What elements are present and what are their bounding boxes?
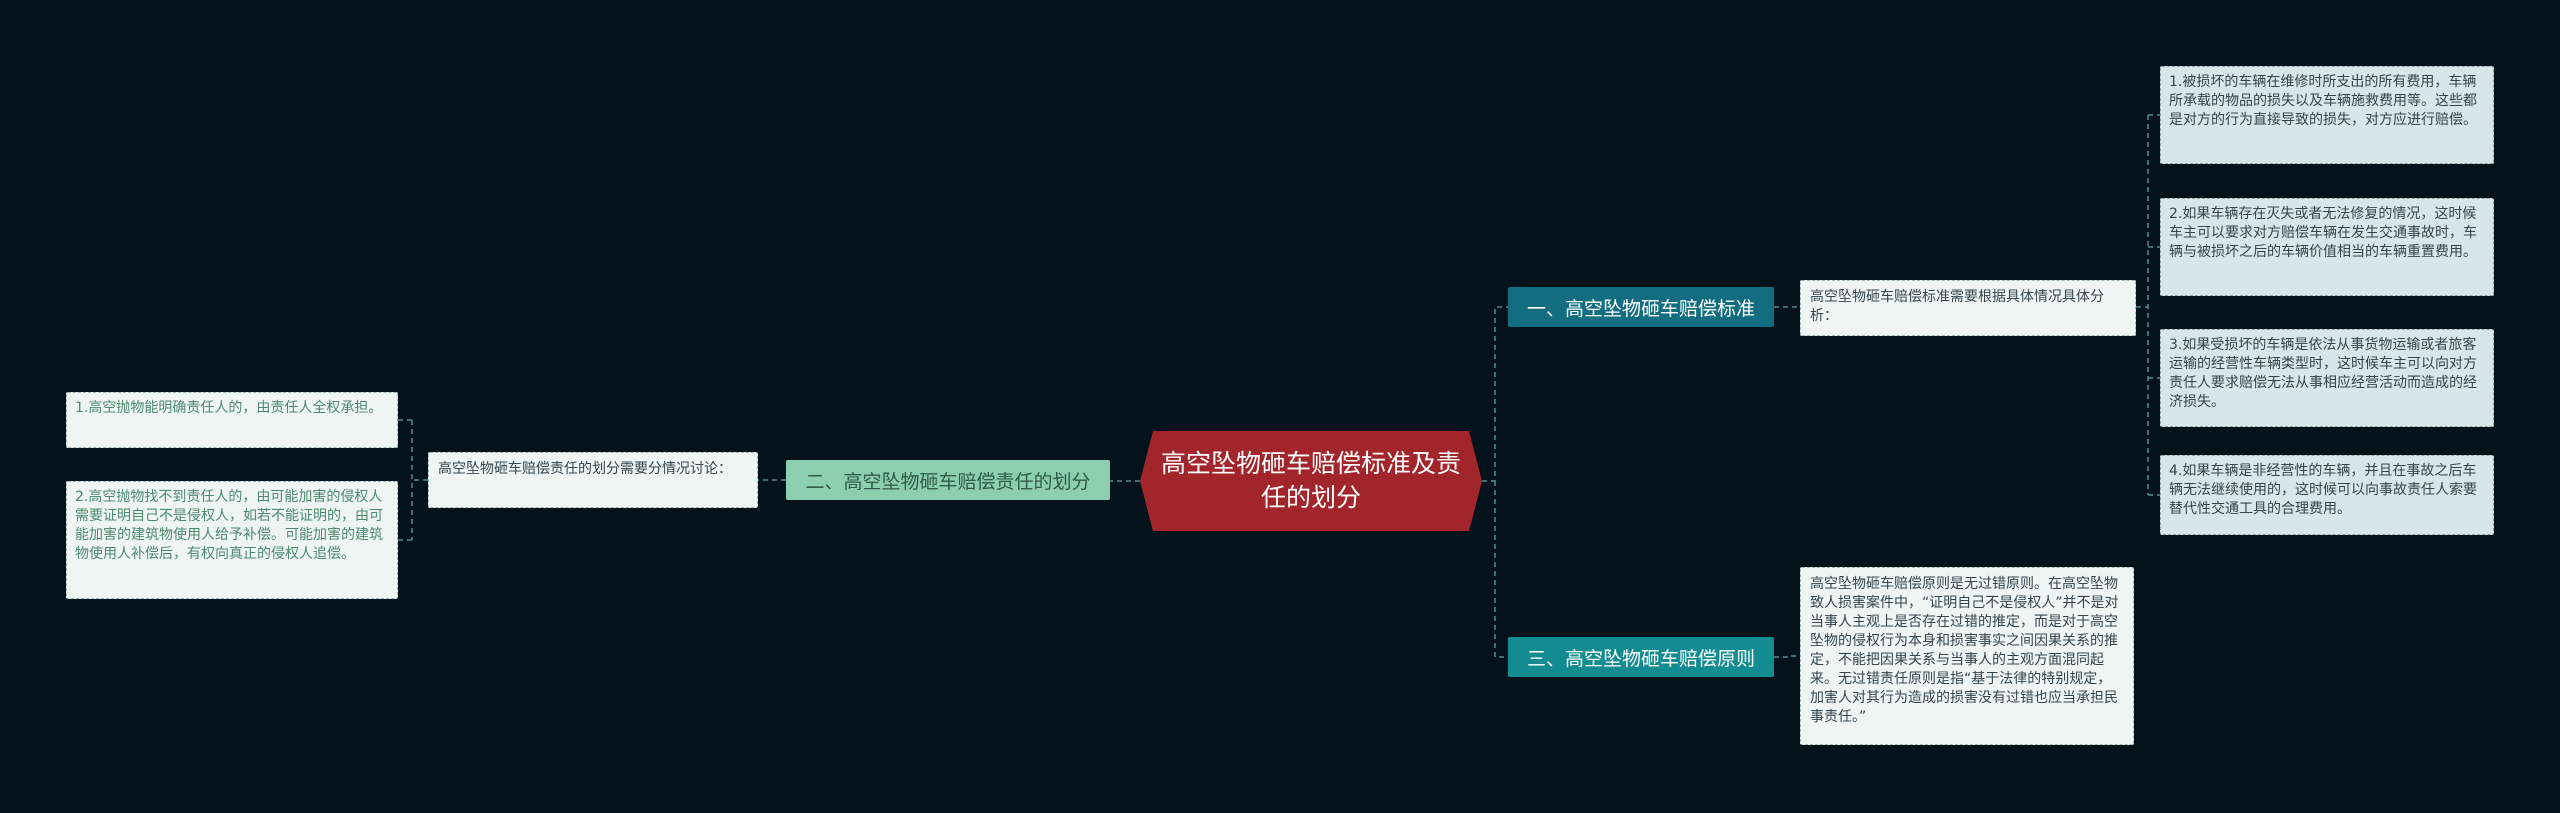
branch-description[interactable]: 高空坠物砸车赔偿标准需要根据具体情况具体分析：	[1800, 280, 2136, 336]
root-topic[interactable]: 高空坠物砸车赔偿标准及责任的划分	[1140, 431, 1482, 531]
link-b3-d3	[1774, 655, 1800, 658]
branch-liability-division[interactable]: 二、高空坠物砸车赔偿责任的划分	[786, 460, 1110, 500]
branch-compensation-standard[interactable]: 一、高空坠物砸车赔偿标准	[1508, 287, 1774, 327]
link-d2-leaves	[398, 419, 428, 541]
leaf-item[interactable]: 1.高空抛物能明确责任人的，由责任人全权承担。	[66, 392, 398, 448]
branch-compensation-principle[interactable]: 三、高空坠物砸车赔偿原则	[1508, 637, 1774, 677]
branch-label: 二、高空坠物砸车赔偿责任的划分	[805, 470, 1091, 493]
branch-label: 一、高空坠物砸车赔偿标准	[1526, 297, 1755, 320]
leaf-item[interactable]: 4.如果车辆是非经营性的车辆，并且在事故之后车辆无法继续使用的，这时候可以向事故…	[2160, 455, 2494, 535]
leaf-item[interactable]: 1.被损坏的车辆在维修时所支出的所有费用，车辆所承载的物品的损失以及车辆施救费用…	[2160, 66, 2494, 164]
link-root-b3	[1494, 481, 1508, 658]
branch-description[interactable]: 高空坠物砸车赔偿原则是无过错原则。在高空坠物致人损害案件中，“证明自己不是侵权人…	[1800, 567, 2134, 745]
root-title: 高空坠物砸车赔偿标准及责任的划分	[1160, 449, 1461, 512]
link-d1-leaves	[2136, 114, 2160, 496]
branch-description[interactable]: 高空坠物砸车赔偿责任的划分需要分情况讨论：	[428, 452, 758, 508]
branch-label: 三、高空坠物砸车赔偿原则	[1526, 647, 1755, 670]
leaf-item[interactable]: 2.高空抛物找不到责任人的，由可能加害的侵权人需要证明自己不是侵权人，如若不能证…	[66, 481, 398, 599]
leaf-item[interactable]: 3.如果受损坏的车辆是依法从事货物运输或者旅客运输的经营性车辆类型时，这时候车主…	[2160, 329, 2494, 427]
leaf-item[interactable]: 2.如果车辆存在灭失或者无法修复的情况，这时候车主可以要求对方赔偿车辆在发生交通…	[2160, 198, 2494, 296]
link-root-b1	[1482, 306, 1508, 482]
